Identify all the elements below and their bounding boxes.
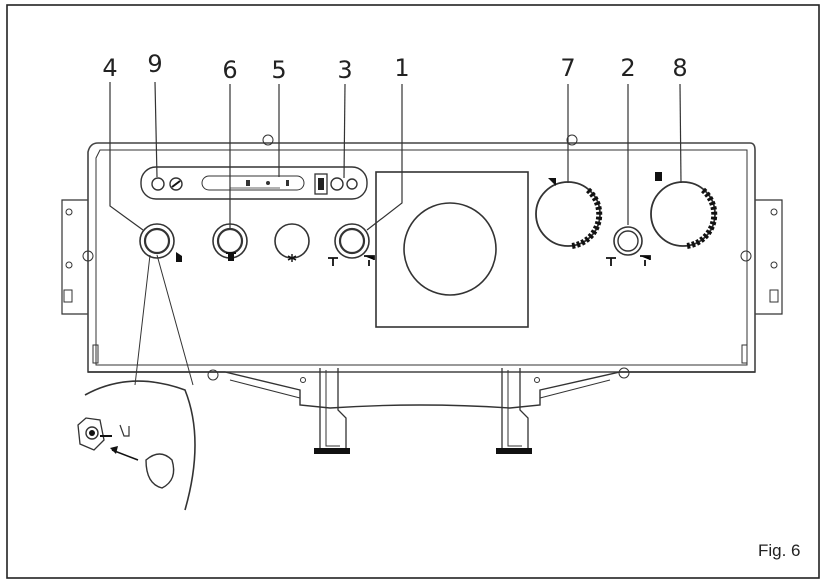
button-1: [334, 223, 370, 259]
gauge-window: [375, 171, 529, 328]
callout-3: 3: [337, 56, 352, 84]
radiator-icon: [328, 257, 338, 266]
screw: [262, 134, 274, 146]
callout-6: 6: [222, 56, 237, 84]
hook-foot: [496, 448, 532, 454]
callout-5: 5: [271, 56, 286, 84]
hand-icon: [119, 424, 130, 437]
right-bracket: [752, 199, 783, 315]
figure-border: [6, 4, 820, 579]
display-window: [201, 175, 305, 191]
callout-labels: 4 9 6 5 3 1 7 2 8: [102, 50, 687, 84]
hand-icon: [176, 252, 182, 262]
reset-switch: [314, 173, 328, 195]
trash-icon: [226, 252, 236, 261]
callout-2: 2: [620, 54, 635, 82]
panel-body: [82, 134, 756, 409]
button-4: [139, 223, 175, 259]
callout-1: 1: [394, 54, 409, 82]
leader-lines: [109, 81, 682, 231]
figure-caption: Fig. 6: [758, 541, 801, 560]
callout-4: 4: [102, 54, 117, 82]
screw: [82, 250, 94, 262]
screw: [207, 369, 219, 381]
mounting-hooks: [314, 368, 532, 454]
indicator-3a: [330, 177, 344, 191]
callout-7: 7: [560, 54, 575, 82]
knob-8: [650, 172, 718, 249]
indicator-9b: [169, 177, 183, 191]
tap-icon: [364, 255, 375, 266]
callout-8: 8: [672, 54, 687, 82]
detail-magnifier: [77, 254, 196, 511]
tap-icon: [548, 178, 556, 186]
pressure-gauge: [403, 202, 497, 296]
left-bracket: [61, 199, 90, 315]
screw: [740, 250, 752, 262]
screw: [566, 134, 578, 146]
screw: [618, 367, 630, 379]
button-2: [606, 226, 651, 266]
heating-icon: [655, 172, 662, 181]
callout-9: 9: [147, 50, 162, 78]
hook-foot: [314, 448, 350, 454]
lamp-icon: [287, 254, 297, 262]
indicator-3b: [346, 178, 358, 190]
indicator-9a: [151, 177, 165, 191]
display-strip: [140, 166, 368, 200]
